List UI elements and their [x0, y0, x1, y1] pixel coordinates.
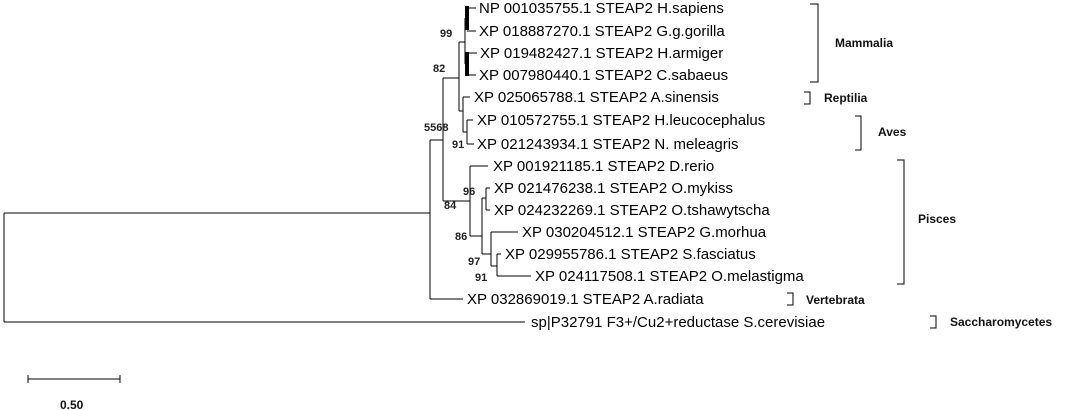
- bootstrap-value: 96: [463, 186, 475, 198]
- taxon-label: XP 024232269.1 STEAP2 O.tshawytscha: [494, 202, 770, 219]
- group-label: Reptilia: [824, 91, 868, 105]
- taxon-label: NP 001035755.1 STEAP2 H.sapiens: [479, 0, 724, 17]
- bootstrap-value: 84: [444, 200, 457, 212]
- bootstrap-value: 97: [468, 256, 480, 268]
- taxon-label: XP 018887270.1 STEAP2 G.g.gorilla: [479, 23, 725, 40]
- bootstrap-value: 91: [452, 139, 464, 151]
- taxon-label: XP 010572755.1 STEAP2 H.leucocephalus: [477, 112, 765, 129]
- taxon-label: XP 032869019.1 STEAP2 A.radiata: [467, 291, 704, 308]
- taxon-label: XP 021476238.1 STEAP2 O.mykiss: [494, 180, 733, 197]
- taxon-label: XP 007980440.1 STEAP2 C.sabaeus: [479, 67, 728, 84]
- bootstrap-value: 91: [475, 272, 487, 284]
- taxon-label: XP 019482427.1 STEAP2 H.armiger: [480, 45, 723, 62]
- group-bracket: [930, 315, 937, 329]
- group-bracket: [897, 159, 905, 285]
- group-label: Saccharomycetes: [950, 315, 1052, 329]
- group-label: Vertebrata: [806, 293, 865, 307]
- taxon-label: XP 024117508.1 STEAP2 O.melastigma: [535, 268, 804, 285]
- group-label: Aves: [878, 125, 907, 139]
- bootstrap-value: 99: [440, 28, 452, 40]
- taxon-label: sp|P32791 F3+/Cu2+reductase S.cerevisiae: [531, 314, 825, 331]
- taxon-label: XP 025065788.1 STEAP2 A.sinensis: [474, 89, 719, 106]
- scale-bar-label: 0.50: [60, 398, 84, 410]
- bootstrap-value: 86: [455, 231, 467, 243]
- group-bracket: [804, 91, 811, 105]
- group-label: Mammalia: [835, 36, 893, 50]
- group-bracket: [855, 115, 862, 151]
- bootstrap-value: 5568: [424, 122, 448, 134]
- group-label: Pisces: [918, 212, 956, 226]
- group-bracket: [787, 292, 794, 306]
- taxon-label: XP 029955786.1 STEAP2 S.fasciatus: [505, 246, 756, 263]
- taxon-label: XP 030204512.1 STEAP2 G.morhua: [522, 224, 767, 241]
- taxon-label: XP 021243934.1 STEAP2 N. meleagris: [477, 136, 739, 153]
- group-bracket: [810, 3, 819, 83]
- taxon-label: XP 001921185.1 STEAP2 D.rerio: [493, 158, 714, 175]
- bootstrap-value: 82: [433, 63, 445, 75]
